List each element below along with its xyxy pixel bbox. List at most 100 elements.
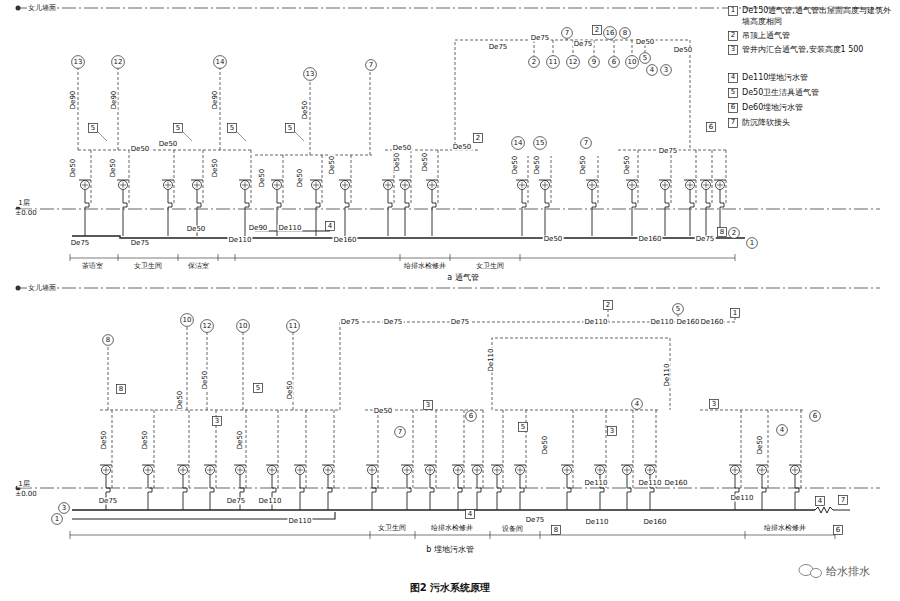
callout-ring — [589, 57, 600, 68]
callout-ring — [620, 28, 631, 39]
fixture-rim — [204, 465, 216, 466]
callout-circle: 7 — [394, 426, 406, 438]
callout-number: 2 — [731, 32, 735, 39]
callout-frame — [718, 228, 727, 237]
fixture-mark — [274, 182, 280, 188]
callout-box: 2 — [728, 31, 738, 41]
vent-riser — [455, 40, 690, 150]
vent-pipe — [638, 150, 639, 203]
room-name: 给排水检修井 — [763, 525, 807, 532]
vent-pipe — [483, 410, 484, 488]
callout-box: 8 — [116, 384, 126, 394]
fixture-mark — [82, 182, 88, 188]
fixture-mark — [759, 467, 765, 473]
callout-box: 4 — [728, 73, 738, 83]
callout-frame — [254, 384, 263, 393]
fixture-symbol — [119, 181, 128, 190]
callout-circle: 1 — [51, 513, 63, 525]
callout-number: 1 — [731, 7, 735, 14]
branch-pipe — [632, 190, 636, 237]
fixture-symbol — [341, 181, 350, 190]
callout-number: 5 — [176, 125, 180, 132]
callout-frame — [608, 427, 617, 436]
fixture-rim — [100, 465, 112, 466]
fixture-mark — [732, 467, 738, 473]
vent-pipe — [656, 410, 657, 488]
callout-ring — [304, 68, 317, 81]
vent-pipe — [413, 410, 414, 488]
fixture-rim — [310, 180, 322, 181]
fixture-symbol — [81, 181, 90, 190]
fixture-mark — [342, 182, 348, 188]
callout-circle: 7 — [580, 137, 592, 149]
vent-pipe — [503, 410, 504, 488]
room-name: 保洁室 — [187, 263, 210, 270]
fixture-mark — [120, 182, 126, 188]
vent-riser — [632, 40, 633, 56]
fixture-symbol — [268, 466, 277, 475]
pipe-size: De110 — [637, 480, 662, 487]
vent-pipe — [203, 150, 204, 203]
vent-riser — [243, 332, 244, 410]
fixture-symbol — [588, 181, 597, 190]
pipe-size: De50 — [202, 370, 209, 391]
fixture-rim — [714, 180, 726, 181]
callout-frame — [519, 423, 528, 432]
fixture-symbol — [206, 466, 215, 475]
vent-riser — [310, 81, 311, 156]
callout-circle: 6 — [809, 410, 821, 422]
callout-number: 16 — [606, 30, 615, 37]
sub-caption: a 通气管 — [446, 274, 479, 282]
legend-text: De150通气管,通气管出屋面高度与建筑外墙高度相同 — [742, 5, 894, 27]
branch-pipe — [407, 475, 411, 511]
fixture-rim — [586, 180, 598, 181]
callout-circle: 13 — [303, 67, 317, 81]
callout-box: 5 — [728, 88, 738, 98]
leader-line — [182, 131, 192, 141]
fixture-mark — [519, 182, 525, 188]
callout-frame — [286, 124, 295, 133]
branch-pipe — [388, 190, 392, 237]
fixture-symbol — [473, 466, 482, 475]
vent-pipe — [322, 155, 323, 203]
pipe-size: De50 — [452, 144, 473, 151]
callout-box: 6 — [728, 103, 738, 113]
callout-circle: 1 — [746, 237, 758, 249]
level-dot — [16, 6, 21, 11]
fixture-mark — [402, 182, 408, 188]
pipe-size: De160 — [642, 519, 667, 526]
callout-circle: 7 — [561, 27, 573, 39]
fixture-rim — [561, 465, 573, 466]
fixture-mark — [207, 467, 213, 473]
callout-circle: 4 — [776, 424, 788, 436]
pipe-size: De160 — [332, 237, 357, 244]
callout-box: 6 — [706, 122, 716, 132]
pipe-size: De75 — [488, 44, 509, 51]
callout-ring — [562, 28, 573, 39]
branch-pipe — [706, 190, 710, 237]
callout-ring — [777, 425, 788, 436]
dimension-tick — [540, 531, 541, 539]
callout-ring — [512, 137, 525, 150]
room-name: 女卫生间 — [475, 263, 505, 270]
fixture-mark — [517, 467, 523, 473]
callout-ring — [609, 57, 620, 68]
fixture-symbol — [384, 181, 393, 190]
callout-number: 7 — [584, 140, 588, 147]
vent-pipe — [174, 150, 175, 203]
branch-pipe — [720, 190, 724, 237]
fixture-symbol — [164, 181, 173, 190]
vent-pipe — [606, 410, 607, 488]
vent-pipe — [526, 410, 527, 488]
fixture-rim — [142, 465, 154, 466]
callout-number: 6 — [612, 59, 616, 66]
dimension-tick — [70, 254, 71, 261]
callout-box: 5 — [173, 123, 183, 133]
callout-ring — [604, 27, 617, 40]
level-label: ±0.00 — [14, 210, 37, 217]
branch-pipe — [665, 190, 669, 237]
fixture-mark — [325, 467, 331, 473]
pipe-size: De110 — [287, 518, 312, 525]
fixture-rim — [452, 465, 464, 466]
fixture-mark — [687, 182, 693, 188]
